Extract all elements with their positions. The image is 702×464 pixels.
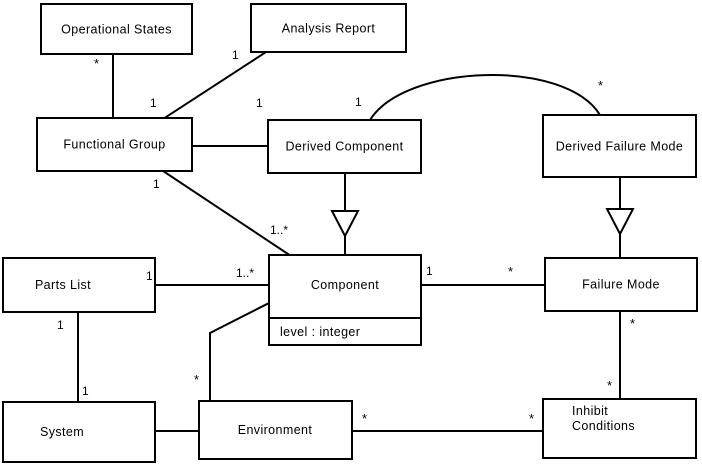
class-name-failure-mode: Failure Mode	[582, 278, 660, 292]
class-name-operational-states: Operational States	[61, 23, 172, 37]
multiplicity-system-to-parts-list: 1	[82, 384, 89, 398]
class-box-analysis-report-rect	[250, 3, 407, 53]
multiplicity-operational-states-to-functional-group: *	[94, 56, 99, 71]
multiplicity-derived-failure-mode-arc: *	[598, 78, 603, 93]
multiplicity-environment-to-inhibit-conditions: *	[362, 411, 367, 426]
multiplicity-functional-group-to-derived-component: 1	[256, 96, 263, 110]
class-box-environment[interactable]: Environment	[198, 400, 353, 460]
class-box-operational-states-rect	[40, 3, 193, 55]
class-box-failure-mode[interactable]: Failure Mode	[544, 257, 698, 312]
multiplicity-environment-to-component: *	[194, 372, 199, 387]
multiplicity-inhibit-conditions-to-environment: *	[529, 411, 534, 426]
class-box-derived-component[interactable]: Derived Component	[267, 119, 422, 174]
class-name-analysis-report: Analysis Report	[282, 22, 376, 36]
class-name-derived-component: Derived Component	[286, 140, 404, 154]
class-box-component[interactable]: Component level : integer	[268, 254, 422, 346]
generalization-triangle-component	[330, 210, 360, 239]
multiplicity-functional-group-to-operational-states: 1	[150, 96, 157, 110]
class-box-system[interactable]: System	[2, 401, 156, 463]
multiplicity-failure-mode-to-inhibit-conditions: *	[630, 316, 635, 331]
class-box-functional-group-rect	[36, 117, 193, 172]
class-box-derived-component-rect	[267, 119, 422, 174]
class-box-parts-list[interactable]: Parts List	[2, 257, 156, 313]
class-attribute-component-level: level : integer	[280, 325, 360, 339]
edge-analysis-report-functional-group	[161, 50, 268, 121]
class-box-inhibit-conditions-rect	[542, 398, 697, 459]
class-name-parts-list: Parts List	[35, 278, 91, 292]
class-name-derived-failure-mode: Derived Failure Mode	[556, 140, 684, 154]
edge-derived-component-derived-failure-mode	[369, 74, 601, 121]
multiplicity-derived-component-arc: 1	[355, 95, 362, 109]
class-name-inhibit-conditions-line2: Conditions	[572, 419, 635, 433]
class-name-component: Component	[311, 278, 379, 292]
edge-functional-group-component	[161, 169, 293, 258]
class-box-operational-states[interactable]: Operational States	[40, 3, 193, 55]
multiplicity-parts-list-to-component: 1	[146, 269, 153, 283]
multiplicity-inhibit-conditions-to-failure-mode: *	[607, 378, 612, 393]
class-name-environment: Environment	[238, 423, 313, 437]
class-box-inhibit-conditions[interactable]: Inhibit Conditions	[542, 398, 697, 459]
multiplicity-report-to-functional-group: 1	[232, 48, 239, 62]
class-name-system: System	[40, 425, 84, 439]
class-name-functional-group: Functional Group	[63, 138, 165, 152]
class-box-failure-mode-rect	[544, 257, 698, 312]
multiplicity-functional-group-to-component: 1	[153, 177, 160, 191]
edge-environment-component	[209, 301, 271, 402]
class-box-system-rect	[2, 401, 156, 463]
class-box-functional-group[interactable]: Functional Group	[36, 117, 193, 172]
class-box-analysis-report[interactable]: Analysis Report	[250, 3, 407, 53]
generalization-triangle-failure-mode	[605, 208, 635, 237]
multiplicity-component-to-parts-list: 1..*	[236, 266, 254, 280]
class-box-component-attributes-rect	[268, 317, 422, 346]
class-box-environment-rect	[198, 400, 353, 460]
multiplicity-component-to-functional-group: 1..*	[270, 223, 288, 237]
multiplicity-parts-list-to-system: 1	[57, 318, 64, 332]
multiplicity-failure-mode-to-component: *	[508, 264, 513, 279]
class-box-derived-failure-mode-rect	[542, 114, 697, 178]
class-name-inhibit-conditions-line1: Inhibit	[572, 404, 608, 418]
multiplicity-component-to-failure-mode: 1	[426, 264, 433, 278]
class-box-derived-failure-mode[interactable]: Derived Failure Mode	[542, 114, 697, 178]
class-box-parts-list-rect	[2, 257, 156, 313]
